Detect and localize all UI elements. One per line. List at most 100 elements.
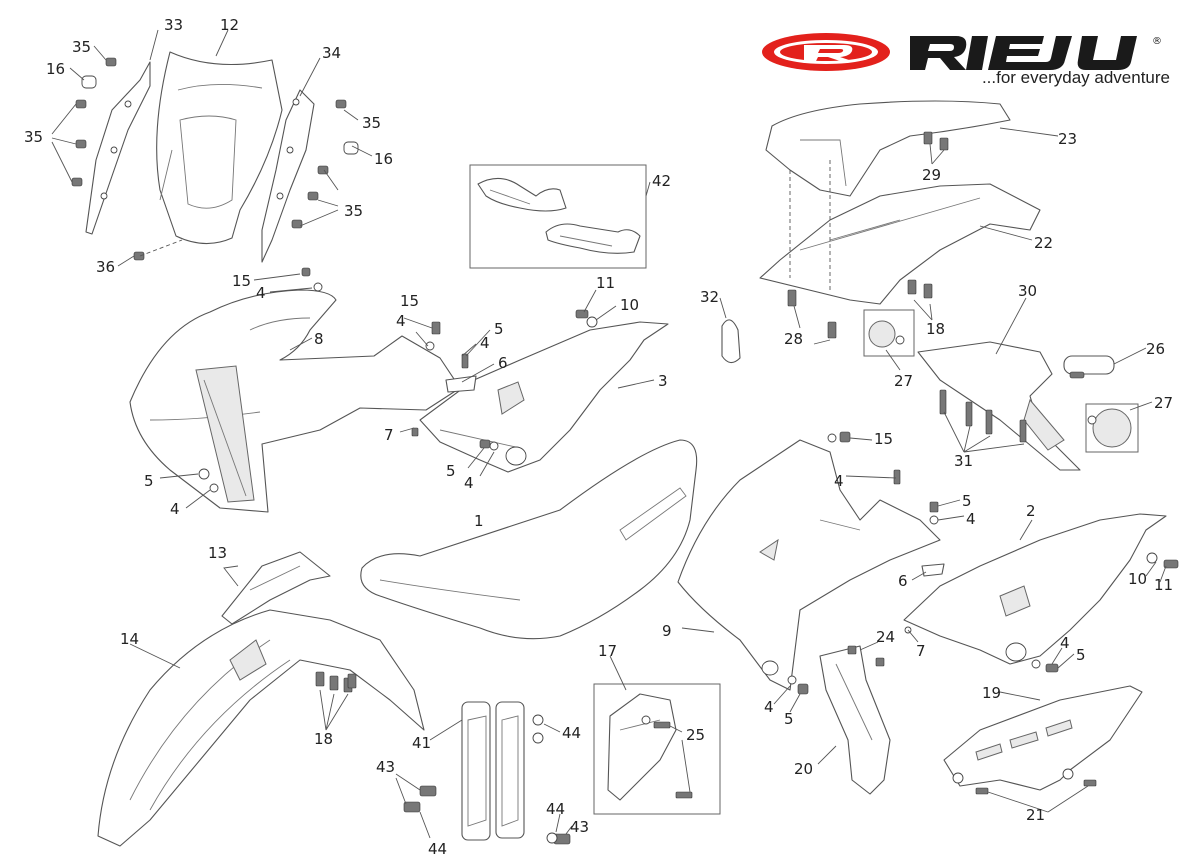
callout-5-right-a: 5 xyxy=(962,492,972,510)
callout-27-left: 27 xyxy=(894,372,913,390)
seat-1[interactable] xyxy=(360,439,698,640)
fork-guards-41[interactable] xyxy=(461,701,525,841)
headlight-bracket-13[interactable] xyxy=(221,551,331,625)
callout-43-left: 43 xyxy=(376,758,395,776)
callout-18-rear: 18 xyxy=(926,320,945,338)
callout-15-left: 15 xyxy=(232,272,251,290)
callout-7-left: 7 xyxy=(384,426,394,444)
callout-10-right: 10 xyxy=(1128,570,1147,588)
callout-16-right: 16 xyxy=(374,150,393,168)
callout-4-mid-a: 4 xyxy=(396,312,406,330)
bolts-21 xyxy=(975,779,1097,795)
callout-4-left: 4 xyxy=(170,500,180,518)
callout-4-upper-left: 4 xyxy=(256,284,266,302)
callout-11-right: 11 xyxy=(1154,576,1173,594)
leader-lines xyxy=(51,29,1167,839)
sprocket-cover-box xyxy=(593,683,721,815)
callout-5-mid: 5 xyxy=(494,320,504,338)
chain-slider-20[interactable] xyxy=(819,645,891,795)
callout-20: 20 xyxy=(794,760,813,778)
callout-5-lower: 5 xyxy=(446,462,456,480)
callout-4-mid-b: 4 xyxy=(480,334,490,352)
plate-light-26[interactable] xyxy=(1063,355,1115,379)
reflector-box-left xyxy=(863,309,915,357)
callout-34: 34 xyxy=(322,44,341,62)
registered-mark: ® xyxy=(1152,36,1162,47)
callout-11-left: 11 xyxy=(596,274,615,292)
chain-guard-19[interactable] xyxy=(943,685,1143,791)
callout-30: 30 xyxy=(1018,282,1037,300)
callout-16-left: 16 xyxy=(46,60,65,78)
callout-22: 22 xyxy=(1034,234,1053,252)
callout-26: 26 xyxy=(1146,340,1165,358)
rear-fender-top-23[interactable] xyxy=(765,100,1011,197)
fender-bolts-18 xyxy=(315,671,357,693)
handguards-box xyxy=(469,164,647,269)
callout-5-left: 5 xyxy=(144,472,154,490)
radiator-scoop-left-8[interactable] xyxy=(129,289,461,513)
callout-32: 32 xyxy=(700,288,719,306)
callout-6-right: 6 xyxy=(898,572,908,590)
callout-24: 24 xyxy=(876,628,895,646)
callout-5-right-c: 5 xyxy=(1076,646,1086,664)
fork-guard-hardware xyxy=(403,714,571,845)
callout-4-right-a: 4 xyxy=(834,472,844,490)
callout-10-left: 10 xyxy=(620,296,639,314)
rear-fender-lower-22[interactable] xyxy=(759,183,1041,305)
callout-21: 21 xyxy=(1026,806,1045,824)
callout-42: 42 xyxy=(652,172,671,190)
clip-32[interactable] xyxy=(721,319,741,364)
callout-19: 19 xyxy=(982,684,1001,702)
callout-44-bottom: 44 xyxy=(428,840,447,858)
callout-17: 17 xyxy=(598,642,617,660)
callout-35-top: 35 xyxy=(72,38,91,56)
callout-5-bottom: 5 xyxy=(784,710,794,728)
reflector-27-right[interactable] xyxy=(1087,408,1132,448)
callout-9: 9 xyxy=(662,622,672,640)
misc-hardware xyxy=(198,267,1179,695)
callout-31: 31 xyxy=(954,452,973,470)
callout-13: 13 xyxy=(208,544,227,562)
callout-44-lower: 44 xyxy=(546,800,565,818)
side-panel-right-2[interactable] xyxy=(903,513,1167,665)
callout-4-lower: 4 xyxy=(464,474,474,492)
callout-44-right: 44 xyxy=(562,724,581,742)
callout-4-right-c: 4 xyxy=(1060,634,1070,652)
front-fender-14[interactable] xyxy=(97,609,425,847)
callout-33: 33 xyxy=(164,16,183,34)
radiator-scoop-right-9[interactable] xyxy=(677,439,941,691)
callout-23: 23 xyxy=(1058,130,1077,148)
callout-14: 14 xyxy=(120,630,139,648)
bolts-25 xyxy=(653,721,693,799)
callout-35-right: 35 xyxy=(362,114,381,132)
reflector-box-right xyxy=(1085,403,1139,453)
callout-25: 25 xyxy=(686,726,705,744)
sprocket-cover-17[interactable] xyxy=(607,693,677,801)
handguards-42[interactable] xyxy=(477,177,641,254)
side-panel-left-33[interactable] xyxy=(85,61,151,235)
callout-35-lower: 35 xyxy=(344,202,363,220)
callout-3: 3 xyxy=(658,372,668,390)
fairing-hardware xyxy=(71,57,359,261)
callout-41: 41 xyxy=(412,734,431,752)
side-panel-right-34[interactable] xyxy=(261,89,315,263)
rear-light-holder-30[interactable] xyxy=(917,341,1081,471)
callout-36: 36 xyxy=(96,258,115,276)
callout-6-left: 6 xyxy=(498,354,508,372)
brand-tagline: ...for everyday adventure xyxy=(981,68,1170,87)
callout-43-lower: 43 xyxy=(570,818,589,836)
rieju-logo: ® xyxy=(760,30,1170,92)
callout-1: 1 xyxy=(474,512,484,530)
side-panel-left-3[interactable] xyxy=(419,321,669,473)
reflector-27-left[interactable] xyxy=(868,320,905,348)
headlight-fairing-12[interactable] xyxy=(156,51,283,245)
screws-31 xyxy=(939,389,1027,443)
callout-12: 12 xyxy=(220,16,239,34)
rear-fender-hardware xyxy=(787,131,949,339)
callout-15-mid: 15 xyxy=(400,292,419,310)
callout-18-front: 18 xyxy=(314,730,333,748)
callout-27-right: 27 xyxy=(1154,394,1173,412)
callout-8: 8 xyxy=(314,330,324,348)
